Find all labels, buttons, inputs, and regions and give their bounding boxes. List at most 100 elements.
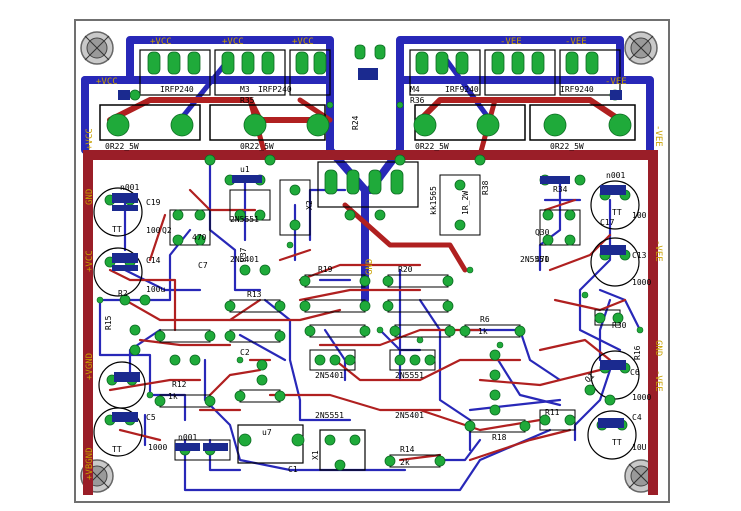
label-q30: Q30	[535, 228, 550, 237]
label-2n5551-1: 2N5551	[230, 215, 259, 224]
label-100-2: 100	[632, 211, 647, 220]
capacitor-outlines	[93, 180, 640, 471]
rail-bar-top	[83, 150, 658, 160]
label-r13: R13	[247, 290, 262, 299]
label-r6: R6	[480, 315, 490, 324]
label-r35: R35	[240, 96, 255, 105]
label-u7: u7	[262, 428, 272, 437]
net-label-vee-3: -VEE	[605, 77, 627, 87]
label-2n5551-3: 2N5551	[315, 411, 344, 420]
smd-parts	[112, 68, 626, 451]
label-irf9240-2: IRF9240	[560, 85, 594, 94]
silkscreen-labels: IRFP240 IRFP240 IRF9240 IRF9240 M3 M4 R3…	[104, 85, 651, 474]
label-0r22-2: 0R22_5W	[240, 142, 274, 151]
label-tt-4: TT	[612, 438, 622, 447]
label-c17: C17	[600, 218, 615, 227]
net-label-gnd-left: GND	[85, 189, 95, 205]
label-470-1: 470	[192, 233, 207, 242]
power-rail-bars	[83, 150, 658, 495]
label-tt-1: TT	[112, 225, 122, 234]
label-tt-3: TT	[612, 208, 622, 217]
net-label-vbgnd-left: +VBGND	[85, 447, 95, 480]
label-r18: R18	[492, 433, 507, 442]
label-10u: 10U	[632, 443, 647, 452]
label-0r22-4: 0R22_5W	[550, 142, 584, 151]
net-label-vee-1: -VEE	[500, 37, 522, 47]
label-2n5401-3: 2N5401	[395, 411, 424, 420]
label-470-2: 470	[535, 255, 550, 264]
net-label-vcc-1: +VCC	[150, 37, 172, 47]
round-pads	[104, 89, 632, 471]
label-r15: R15	[104, 315, 113, 330]
net-label-vcc-4: +VCC	[96, 77, 118, 87]
label-u1: u1	[240, 165, 250, 174]
label-m4: M4	[410, 85, 420, 94]
label-c7: C7	[198, 261, 208, 270]
label-2n5401-2: 2N5401	[315, 371, 344, 380]
vias	[96, 101, 644, 399]
label-n001-1: n001	[120, 183, 139, 192]
mounting-hole-icon	[80, 31, 114, 65]
net-label-vee-right-1: -VEE	[653, 240, 663, 262]
label-x1: X1	[311, 450, 320, 460]
label-r12: R12	[172, 380, 187, 389]
label-c1: C1	[288, 465, 298, 474]
label-r37: R37	[239, 247, 248, 262]
label-c14: C14	[146, 256, 161, 265]
label-2n5401-1: 2N5401	[230, 255, 259, 264]
label-q2: Q2	[162, 226, 172, 235]
net-label-vee-2: -VEE	[565, 37, 587, 47]
label-2n5551-4: 2N5551	[520, 255, 549, 264]
label-1000-3: 1000	[632, 393, 651, 402]
power-transistors	[139, 49, 621, 208]
label-r16: R16	[633, 345, 642, 360]
label-c4: C4	[632, 413, 642, 422]
net-label-vee-right-3: -VEE	[653, 125, 663, 147]
label-1k-2: 1k	[478, 327, 488, 336]
net-label-vcc-2: +VCC	[222, 37, 244, 47]
label-r2: R2	[118, 289, 128, 298]
label-100-1: 100	[146, 226, 161, 235]
net-label-vgnd-left: +VGND	[85, 353, 95, 380]
net-labels: +VCC +VCC +VCC +VCC -VEE -VEE -VEE GND +…	[85, 37, 663, 480]
label-1k-1: 1k	[168, 392, 178, 401]
label-m3: M3	[240, 85, 250, 94]
label-r19: R19	[318, 265, 333, 274]
power-resistors	[99, 104, 636, 141]
label-r11: R11	[545, 408, 560, 417]
net-label-vee-right-2: -VEE	[653, 370, 663, 392]
label-1000-1: 1000	[148, 443, 167, 452]
label-1r-2w: 1R_2W	[461, 191, 470, 215]
label-r24: R24	[351, 115, 360, 130]
label-c5: C5	[146, 413, 156, 422]
net-label-gnd-right: GND	[653, 340, 663, 356]
rail-bar-left	[83, 150, 93, 495]
label-irfp240-2: IRFP240	[258, 85, 292, 94]
label-n001-2: n001	[606, 171, 625, 180]
net-label-vcc-3: +VCC	[292, 37, 314, 47]
label-c2: C2	[240, 348, 250, 357]
net-label-vcc-left: +VCC	[85, 250, 95, 272]
label-n001-3: n001	[178, 433, 197, 442]
label-c6: C6	[630, 368, 640, 377]
label-0r22-3: 0R22_5W	[415, 142, 449, 151]
mounting-hole-icon	[624, 31, 658, 65]
label-2k: 2k	[400, 458, 410, 467]
pads	[147, 44, 599, 195]
board-outline	[74, 19, 670, 503]
label-x2: X2	[305, 200, 314, 210]
label-0r22-1: 0R22_5W	[105, 142, 139, 151]
label-r30: R30	[612, 321, 627, 330]
label-kk1565: kk1565	[429, 186, 438, 215]
label-100u-1: 100u	[146, 285, 165, 294]
label-tt-2: TT	[112, 445, 122, 454]
label-1000-2: 1000	[632, 278, 651, 287]
label-2n5551-2: 2N5551	[395, 371, 424, 380]
label-r14: R14	[400, 445, 415, 454]
label-c13: C13	[632, 251, 647, 260]
label-r36: R36	[410, 96, 425, 105]
net-label-vcc-left-top: +VCC	[85, 128, 95, 150]
net-label-gnd-bus: GND	[365, 259, 375, 275]
label-r34: R34	[553, 185, 568, 194]
